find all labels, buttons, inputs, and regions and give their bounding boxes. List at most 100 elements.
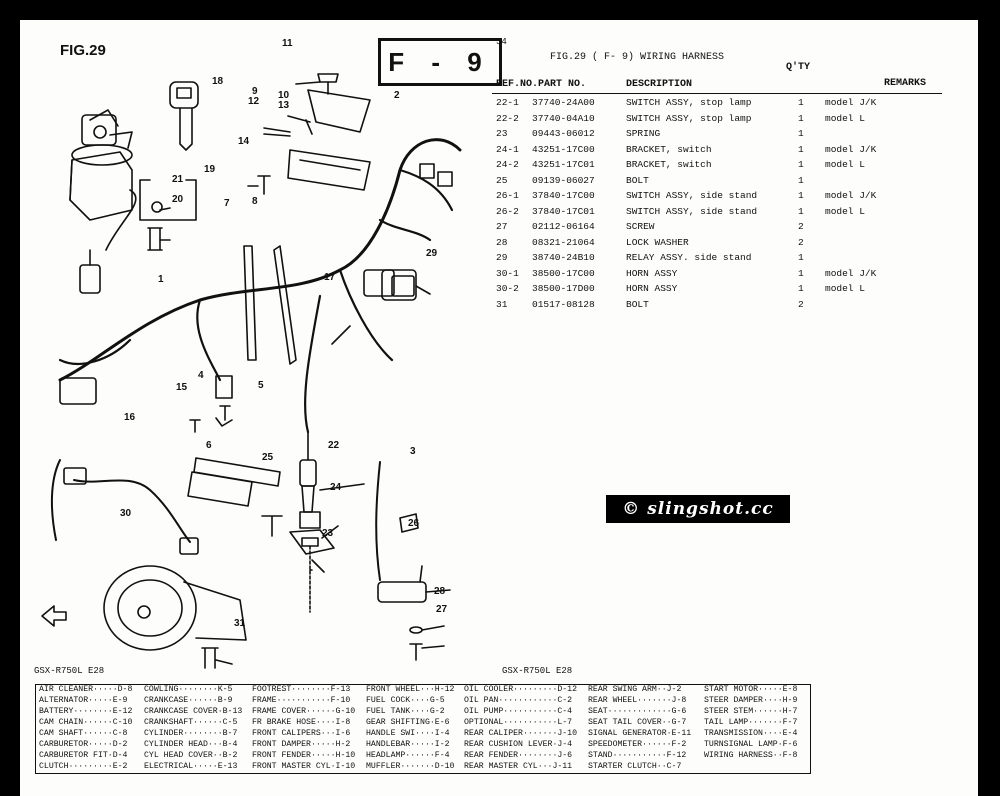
description: SPRING (626, 128, 661, 139)
index-entry: OIL PUMP···········C-4 (464, 707, 573, 716)
callout-8: 8 (252, 196, 258, 207)
ref-no: 30-2 (496, 283, 519, 294)
index-entry: CRANKCASE······B-9 (144, 696, 233, 705)
description: BOLT (626, 174, 649, 186)
part-number: 37840-17C00 (532, 190, 595, 201)
index-entry: STARTER CLUTCH··C-7 (588, 762, 682, 771)
callout-24: 24 (330, 482, 342, 493)
part-number: 02112-06164 (532, 221, 595, 232)
watermark: © slingshot.cc (606, 495, 790, 523)
part-number: 38500-17C00 (532, 267, 595, 279)
quantity: 1 (798, 174, 804, 186)
remark: model J/K (825, 267, 877, 279)
ref-no: 26-2 (496, 205, 519, 217)
callout-17: 17 (324, 272, 336, 283)
header-rule (492, 93, 942, 94)
part-number: 37840-17C01 (532, 205, 595, 217)
index-entry: CARBURETOR FIT·D-4 (39, 751, 128, 760)
part-number: 09443-06012 (532, 128, 595, 139)
part-number: 08321-21064 (532, 236, 595, 248)
index-entry: FRONT CALIPERS···I-6 (252, 729, 351, 738)
quantity: 2 (798, 221, 804, 232)
part-number: 43251-17C01 (532, 159, 595, 170)
index-entry: CYLINDER········B-7 (144, 729, 238, 738)
index-entry: FR BRAKE HOSE····I-8 (252, 718, 351, 727)
index-entry: STEER STEM······H-7 (704, 707, 798, 716)
model-label-right: GSX-R750L E28 (502, 666, 573, 676)
callout-3: 3 (410, 446, 416, 457)
description: HORN ASSY (626, 283, 678, 294)
quantity: 1 (798, 205, 804, 217)
callout-31: 31 (234, 618, 246, 629)
quantity: 2 (798, 236, 804, 248)
index-entry: HANDLE SWI····I-4 (366, 729, 450, 738)
quantity: 1 (798, 112, 804, 124)
index-entry: CARBURETOR·····D-2 (39, 740, 128, 749)
index-entry: FOOTREST········F-13 (252, 685, 351, 694)
callout-22: 22 (328, 440, 340, 451)
callout-2: 2 (394, 90, 400, 101)
callout-7: 7 (224, 198, 230, 209)
qty-heading: Q'TY (786, 62, 811, 73)
callout-4: 4 (198, 370, 204, 381)
index-entry: SIGNAL GENERATOR·E-11 (588, 729, 692, 738)
remark: model J/K (825, 97, 877, 108)
callout-23: 23 (322, 528, 334, 539)
index-entry: SPEEDOMETER······F-2 (588, 740, 687, 749)
callout-29: 29 (426, 248, 438, 259)
figure-label: FIG.29 (60, 42, 106, 59)
callout-19: 19 (204, 164, 216, 175)
index-entry: ELECTRICAL·····E-13 (144, 762, 238, 771)
part-number: 38500-17D00 (532, 283, 595, 294)
index-entry: REAR SWING ARM··J-2 (588, 685, 682, 694)
callout-13: 13 (278, 100, 290, 111)
index-entry: SEAT·············G-6 (588, 707, 687, 716)
callout-labels: 11 9 12 10 13 18 2 14 19 21 20 7 8 1 17 … (20, 38, 490, 670)
part-number: 38740-24B10 (532, 252, 595, 263)
callout-9: 9 (252, 86, 258, 97)
index-entry: STEER DAMPER····H-9 (704, 696, 798, 705)
quantity: 1 (798, 128, 804, 139)
description: HORN ASSY (626, 267, 678, 279)
index-row: CLUTCH·········E-2 ELECTRICAL·····E-13 FRO… (36, 762, 810, 773)
index-entry: CYL HEAD COVER··B-2 (144, 751, 238, 760)
index-entry: FRAME···········F-10 (252, 696, 351, 705)
index-entry: CRANKCASE COVER·B-13 (144, 707, 243, 716)
index-entry: REAR CALIPER·······J-10 (464, 729, 578, 738)
ignition-switch-drawing (69, 109, 137, 294)
index-entry: HANDLEBAR·····I-2 (366, 740, 450, 749)
part-no-heading: PART NO. (538, 79, 587, 90)
group-code-box: F - 9 (378, 38, 502, 86)
quantity: 1 (798, 283, 804, 294)
ref-no: 27 (496, 221, 508, 232)
callout-6: 6 (206, 440, 212, 451)
index-entry: CLUTCH·········E-2 (39, 762, 128, 771)
part-row: 30-2 38500-17D00 HORN ASSY 1 model L (492, 282, 962, 298)
parts-column-headers: REF.NO. PART NO. DESCRIPTION (492, 79, 962, 93)
ref-no: 31 (496, 298, 508, 310)
ref-no: 22-2 (496, 112, 519, 124)
quantity: 1 (798, 252, 804, 263)
remark: model L (825, 283, 865, 294)
index-entry: FRONT WHEEL···H-12 (366, 685, 455, 694)
index-entry: STAND···········F-12 (588, 751, 687, 760)
index-entry: FRONT MASTER CYL·I-10 (252, 762, 356, 771)
part-number: 37740-24A00 (532, 97, 595, 108)
index-entry: SEAT TAIL COVER··G-7 (588, 718, 687, 727)
description: SWITCH ASSY, side stand (626, 205, 758, 217)
index-entry: START MOTOR·····E-8 (704, 685, 798, 694)
